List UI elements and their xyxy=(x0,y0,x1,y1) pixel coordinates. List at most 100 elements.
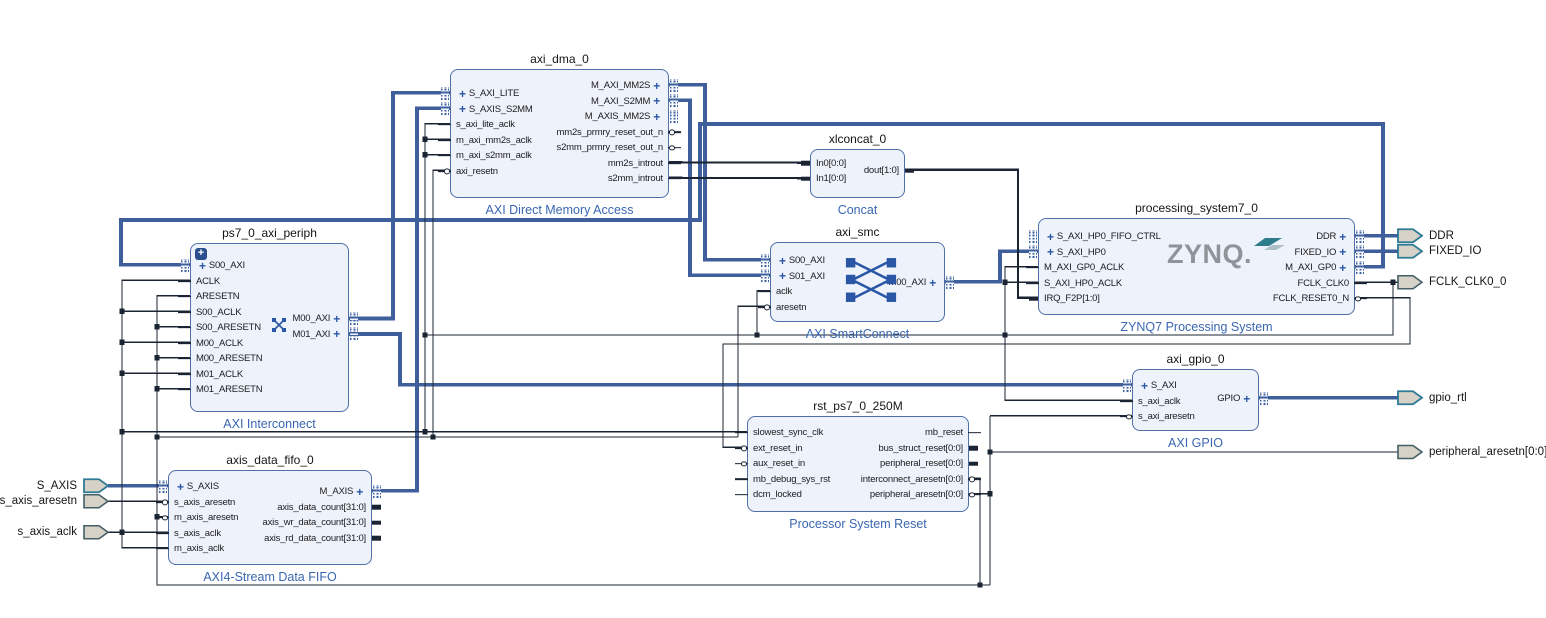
pin-mm2s-introut[interactable]: mm2s_introut xyxy=(608,156,663,172)
wire-fclk-gp0-aclk[interactable] xyxy=(1004,266,1038,335)
pin-ddr[interactable]: DDR+ xyxy=(1316,229,1349,245)
pin-s-axis-aresetn[interactable]: s_axis_aresetn xyxy=(174,495,235,511)
pin-fclk-clk0[interactable]: FCLK_CLK0 xyxy=(1297,276,1349,292)
external-port-s-axis[interactable] xyxy=(83,478,110,494)
external-port-gpio-rtl[interactable] xyxy=(1397,390,1424,406)
pin-aresetn[interactable]: aresetn xyxy=(776,300,806,316)
pin-ext-reset-in[interactable]: ext_reset_in xyxy=(753,441,803,457)
pin-s-axi[interactable]: +S_AXI xyxy=(1138,378,1177,394)
pin-m01-axi[interactable]: M01_AXI+ xyxy=(293,327,344,343)
wire-fclk-gpio-aclk[interactable] xyxy=(1004,335,1132,401)
pin-irq-f2p-1-0[interactable]: IRQ_F2P[1:0] xyxy=(1044,291,1100,307)
pin-s2mm-introut[interactable]: s2mm_introut xyxy=(608,171,663,187)
pin-axis-data-count-31-0[interactable]: axis_data_count[31:0] xyxy=(277,500,366,516)
wire-m00-axi-to-dma-lite[interactable] xyxy=(347,90,450,321)
external-port-label-s-axis-aresetn[interactable]: s_axis_aresetn xyxy=(0,495,77,508)
wire-m01-axi-to-gpio[interactable] xyxy=(347,332,1132,387)
pin-m00-aclk[interactable]: M00_ACLK xyxy=(196,336,243,352)
pin-m-axi-s2mm-aclk[interactable]: m_axi_s2mm_aclk xyxy=(456,148,532,164)
expand-plus-icon[interactable]: + xyxy=(195,248,207,260)
pin-s-axi-hp0[interactable]: +S_AXI_HP0 xyxy=(1044,245,1106,261)
pin-s-axi-hp0-fifo-ctrl[interactable]: +S_AXI_HP0_FIFO_CTRL xyxy=(1044,229,1161,245)
pin-s-axi-lite-aclk[interactable]: s_axi_lite_aclk xyxy=(456,117,515,133)
wire-mm2s-introut-to-in0[interactable] xyxy=(666,161,811,164)
external-port-fclk-clk0-0[interactable] xyxy=(1397,274,1424,290)
pin-aclk[interactable]: ACLK xyxy=(196,274,220,290)
pin-s00-axi[interactable]: +S00_AXI xyxy=(196,258,245,274)
pin-bus-struct-reset-0-0[interactable]: bus_struct_reset[0:0] xyxy=(878,441,963,457)
wire-aresetn-bottom-trunk[interactable] xyxy=(156,295,990,586)
pin-m00-aresetn[interactable]: M00_ARESETN xyxy=(196,351,263,367)
pin-s-axis-aclk[interactable]: s_axis_aclk xyxy=(174,526,221,542)
pin-dout-1-0[interactable]: dout[1:0] xyxy=(864,163,899,179)
pin-aux-reset-in[interactable]: aux_reset_in xyxy=(753,456,805,472)
pin-m-axis-mm2s[interactable]: M_AXIS_MM2S+ xyxy=(585,109,663,125)
pin-axis-rd-data-count-31-0[interactable]: axis_rd_data_count[31:0] xyxy=(264,531,366,547)
external-port-label-ddr[interactable]: DDR xyxy=(1429,229,1454,242)
pin-slowest-sync-clk[interactable]: slowest_sync_clk xyxy=(753,425,823,441)
pin-s00-aclk[interactable]: S00_ACLK xyxy=(196,305,242,321)
pin-s-axi-lite[interactable]: +S_AXI_LITE xyxy=(456,86,519,102)
wire-dma-mm2s-to-smc[interactable] xyxy=(667,82,770,262)
pin-in1-0-0[interactable]: In1[0:0] xyxy=(816,171,846,187)
pin-fixed-io[interactable]: FIXED_IO+ xyxy=(1294,245,1349,261)
pin-m01-aclk[interactable]: M01_ACLK xyxy=(196,367,243,383)
pin-s01-axi[interactable]: +S01_AXI xyxy=(776,269,825,285)
pin-axis-wr-data-count-31-0[interactable]: axis_wr_data_count[31:0] xyxy=(263,515,367,531)
pin-mb-reset[interactable]: mb_reset xyxy=(925,425,963,441)
pin-axi-resetn[interactable]: axi_resetn xyxy=(456,164,498,180)
pin-m-axis-aclk[interactable]: m_axis_aclk xyxy=(174,541,224,557)
external-port-ddr[interactable] xyxy=(1397,228,1424,244)
wire-fclk-left-vert[interactable] xyxy=(121,279,190,549)
external-port-label-gpio-rtl[interactable]: gpio_rtl xyxy=(1429,391,1467,404)
pin-m-axi-s2mm[interactable]: M_AXI_S2MM+ xyxy=(591,94,663,110)
pin-aclk[interactable]: aclk xyxy=(776,284,792,300)
pin-interconnect-aresetn-0-0[interactable]: interconnect_aresetn[0:0] xyxy=(861,472,963,488)
pin-s-axis-s2mm[interactable]: +S_AXIS_S2MM xyxy=(456,102,533,118)
pin-peripheral-reset-0-0[interactable]: peripheral_reset[0:0] xyxy=(880,456,963,472)
external-port-label-fixed-io[interactable]: FIXED_IO xyxy=(1429,245,1482,258)
pin-s-axis[interactable]: +S_AXIS xyxy=(174,479,219,495)
pin-m01-aresetn[interactable]: M01_ARESETN xyxy=(196,382,263,398)
pin-peripheral-aresetn-0-0[interactable]: peripheral_aresetn[0:0] xyxy=(870,487,963,503)
pin-s-axi-hp0-aclk[interactable]: S_AXI_HP0_ACLK xyxy=(1044,276,1122,292)
pin-s-axi-aresetn[interactable]: s_axi_aresetn xyxy=(1138,409,1195,425)
external-port-peripheral-aresetn-0-0[interactable] xyxy=(1397,444,1424,460)
wire-fifo-m-axis-to-dma-s2mm[interactable] xyxy=(370,106,450,493)
wire-fclk-reset0-to-ext-reset[interactable] xyxy=(722,297,1411,448)
external-port-label-s-axis[interactable]: S_AXIS xyxy=(36,479,77,492)
wire-fclk-dma-vert[interactable] xyxy=(424,123,450,432)
wire-fclk-smc-aclk[interactable] xyxy=(756,290,770,335)
pin-dcm-locked[interactable]: dcm_locked xyxy=(753,487,802,503)
pin-s-axi-aclk[interactable]: s_axi_aclk xyxy=(1138,394,1181,410)
pin-m00-axi[interactable]: M00_AXI+ xyxy=(889,275,940,291)
pin-in0-0-0[interactable]: In0[0:0] xyxy=(816,156,846,172)
external-port-label-peripheral-aresetn-0-0[interactable]: peripheral_aresetn[0:0] xyxy=(1429,446,1546,458)
external-port-s-axis-aresetn[interactable] xyxy=(83,493,110,509)
pin-aresetn[interactable]: ARESETN xyxy=(196,289,240,305)
pin-mb-debug-sys-rst[interactable]: mb_debug_sys_rst xyxy=(753,472,830,488)
external-port-label-s-axis-aclk[interactable]: s_axis_aclk xyxy=(17,526,77,539)
pin-m-axi-mm2s-aclk[interactable]: m_axi_mm2s_aclk xyxy=(456,133,532,149)
external-port-fixed-io[interactable] xyxy=(1397,243,1424,259)
pin-m-axis[interactable]: M_AXIS+ xyxy=(320,484,366,500)
external-port-s-axis-aclk[interactable] xyxy=(83,524,110,540)
wire-s2mm-introut-to-in1[interactable] xyxy=(666,176,811,180)
pin-fclk-reset0-n[interactable]: FCLK_RESET0_N xyxy=(1273,291,1349,307)
wire-dma-s2mm-to-smc[interactable] xyxy=(667,98,770,278)
pin-m00-axi[interactable]: M00_AXI+ xyxy=(293,311,344,327)
pin-m-axi-gp0[interactable]: M_AXI_GP0+ xyxy=(1285,260,1349,276)
external-port-label-fclk-clk0-0[interactable]: FCLK_CLK0_0 xyxy=(1429,276,1507,289)
wire-ps7-m-axi-gp0-to-interconnect[interactable] xyxy=(119,122,1385,269)
pin-m-axi-mm2s[interactable]: M_AXI_MM2S+ xyxy=(591,78,663,94)
pin-m-axis-aresetn[interactable]: m_axis_aresetn xyxy=(174,510,238,526)
wire-fclk-trunk[interactable] xyxy=(425,282,1394,336)
wire-dout-to-irq-f2p[interactable] xyxy=(903,168,1038,299)
